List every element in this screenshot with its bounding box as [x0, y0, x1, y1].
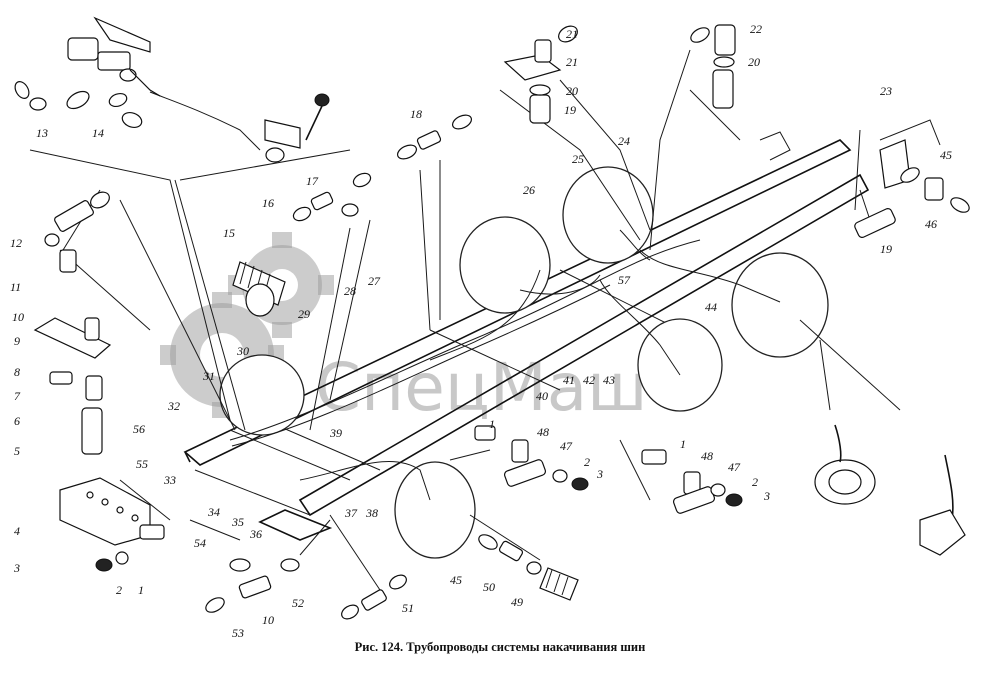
- callout-8: 8: [14, 365, 20, 379]
- callout-31: 31: [202, 369, 215, 383]
- wheel-hub-44: [814, 424, 966, 556]
- callout-11: 11: [10, 280, 21, 294]
- callout-2: 2: [116, 583, 122, 597]
- components: [14, 16, 970, 620]
- top-right-fittings: [503, 24, 736, 124]
- callout-37: 37: [344, 506, 358, 520]
- callout-1c: 1: [680, 437, 686, 451]
- callout-2c: 2: [752, 475, 758, 489]
- wheel-front-right: [394, 461, 476, 559]
- wheels: [219, 166, 829, 559]
- callout-10b: 10: [262, 613, 274, 627]
- callout-42: 42: [583, 373, 595, 387]
- callout-15: 15: [223, 226, 235, 240]
- callout-46: 46: [925, 217, 937, 231]
- callout-20: 20: [566, 84, 578, 98]
- callout-45: 45: [940, 148, 952, 162]
- callout-29: 29: [298, 307, 310, 321]
- callout-45b: 45: [450, 573, 462, 587]
- callout-26: 26: [523, 183, 535, 197]
- bottom-left-fittings: [205, 558, 407, 620]
- callout-19: 19: [564, 103, 576, 117]
- bracket-4: [59, 477, 165, 572]
- callout-17: 17: [306, 174, 319, 188]
- callout-43: 43: [603, 373, 615, 387]
- callout-47b: 47: [728, 460, 741, 474]
- callout-1b: 1: [489, 417, 495, 431]
- callout-48b: 48: [701, 449, 713, 463]
- callout-21: 21: [566, 27, 578, 41]
- callout-48: 48: [537, 425, 549, 439]
- wheel-rear-left-2: [562, 166, 654, 264]
- callout-7: 7: [14, 389, 21, 403]
- callout-39: 39: [329, 426, 342, 440]
- callout-35: 35: [231, 515, 244, 529]
- callout-3c: 3: [763, 489, 770, 503]
- callout-18: 18: [410, 107, 422, 121]
- callout-13: 13: [36, 126, 48, 140]
- callout-47: 47: [560, 439, 573, 453]
- wheel-rear-left-1: [459, 216, 551, 314]
- figure-caption: Рис. 124. Трубопроводы системы накачиван…: [354, 640, 646, 654]
- callout-50: 50: [483, 580, 495, 594]
- callout-22: 22: [750, 22, 762, 36]
- callout-56: 56: [133, 422, 145, 436]
- callout-34: 34: [207, 505, 220, 519]
- callout-6: 6: [14, 414, 20, 428]
- watermark-text: СпецМаш: [315, 349, 648, 426]
- callout-44: 44: [705, 300, 717, 314]
- callout-16: 16: [262, 196, 274, 210]
- wheel-front-left: [219, 354, 305, 436]
- callout-10: 10: [12, 310, 24, 324]
- callout-51: 51: [402, 601, 414, 615]
- leader-lines: [29, 49, 901, 591]
- callout-57: 57: [618, 273, 631, 287]
- wheel-rear-right-1: [637, 318, 723, 412]
- callout-41: 41: [563, 373, 575, 387]
- callout-40: 40: [536, 389, 548, 403]
- callout-28: 28: [344, 284, 356, 298]
- left-parts-column: [33, 191, 112, 455]
- callout-19b: 19: [880, 242, 892, 256]
- air-pipelines: [149, 91, 781, 501]
- crane-valve-assembly: [14, 16, 161, 129]
- callout-33: 33: [163, 473, 176, 487]
- mid-fittings-48-47: [474, 425, 743, 514]
- callout-3: 3: [13, 561, 20, 575]
- callout-1: 1: [138, 583, 144, 597]
- callout-20b: 20: [748, 55, 760, 69]
- callout-53: 53: [232, 626, 244, 640]
- callout-49: 49: [511, 595, 523, 609]
- callout-2b: 2: [584, 455, 590, 469]
- hose-chamber-15-16: [232, 261, 286, 317]
- callout-numbers: 13 14 12 11 10 9 8 7 6 5 56 4 3 2 1 15 1…: [10, 22, 952, 640]
- callout-55: 55: [136, 457, 148, 471]
- callout-27: 27: [368, 274, 381, 288]
- callout-5: 5: [14, 444, 20, 458]
- callout-9: 9: [14, 334, 20, 348]
- callout-25: 25: [572, 152, 584, 166]
- callout-14: 14: [92, 126, 104, 140]
- callout-30: 30: [236, 344, 249, 358]
- callout-21b: 21: [566, 55, 578, 69]
- callout-12: 12: [10, 236, 22, 250]
- right-side-parts: [854, 139, 970, 238]
- fittings-18-17: [292, 114, 473, 222]
- bottom-fittings: [478, 534, 579, 601]
- callout-23: 23: [880, 84, 892, 98]
- wheel-rear-right-2: [731, 252, 829, 358]
- callout-36: 36: [249, 527, 262, 541]
- callout-3b: 3: [596, 467, 603, 481]
- callout-24: 24: [618, 134, 630, 148]
- callout-4: 4: [14, 524, 20, 538]
- callout-38: 38: [365, 506, 378, 520]
- callout-54: 54: [194, 536, 206, 550]
- callout-52: 52: [292, 596, 304, 610]
- callout-32: 32: [167, 399, 180, 413]
- control-lever: [264, 93, 330, 163]
